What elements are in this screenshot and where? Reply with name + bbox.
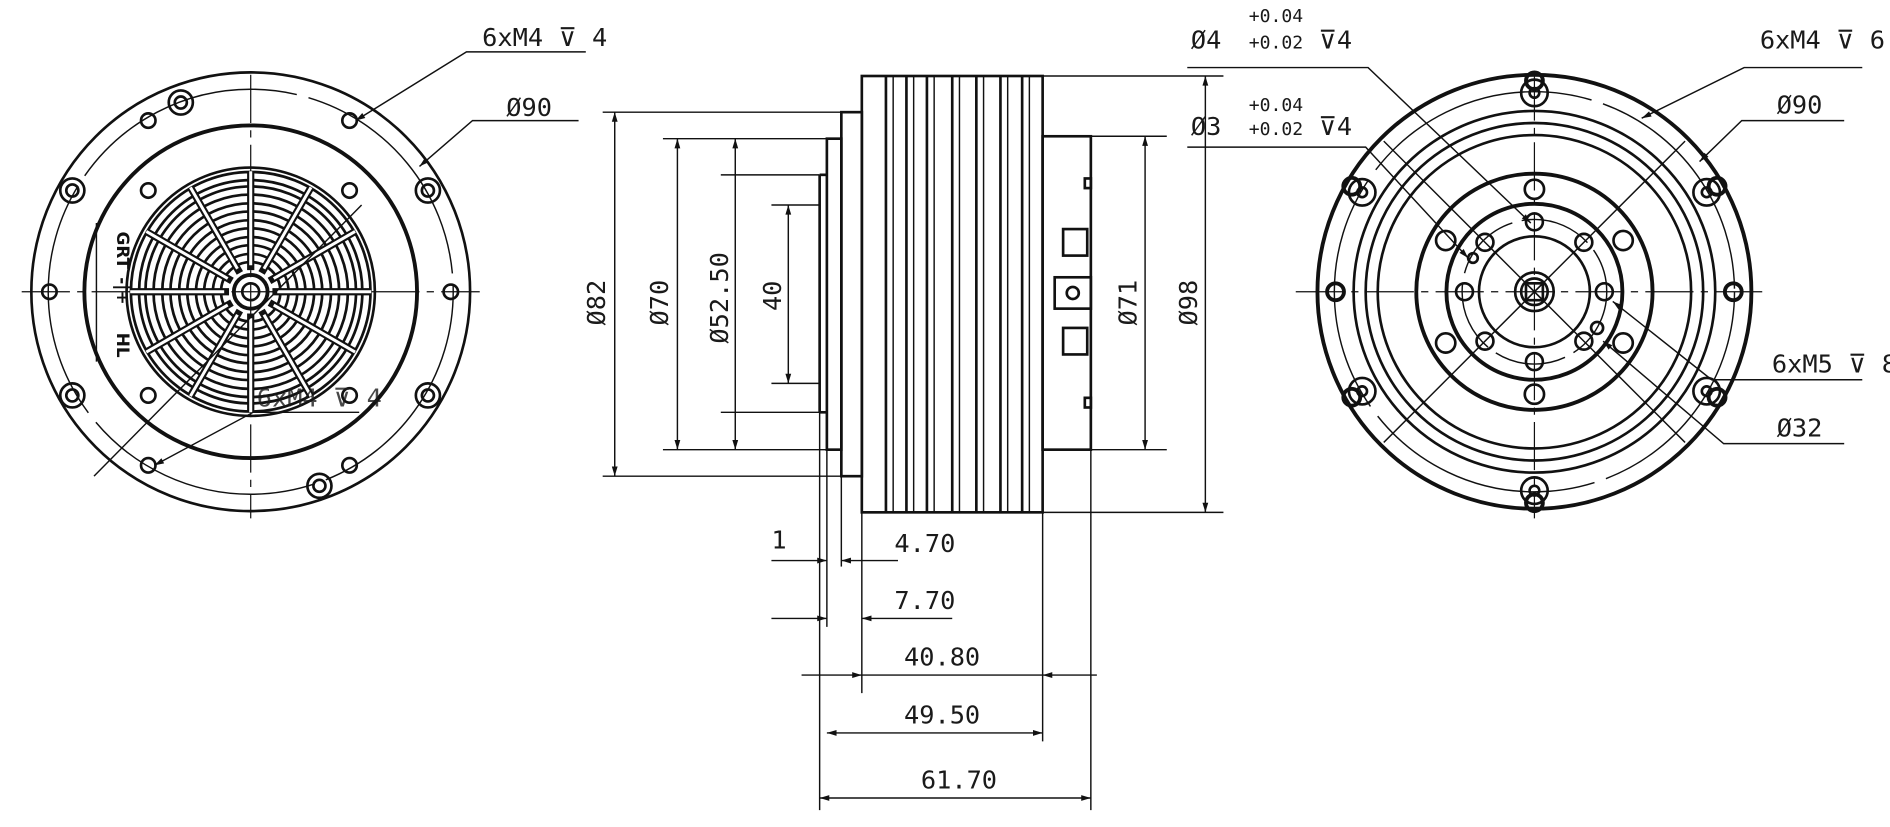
mounting-holes — [1325, 70, 1744, 514]
bolt-hole — [1347, 177, 1377, 207]
output-hole — [1475, 232, 1495, 253]
inner-bolt-hole — [1523, 178, 1546, 201]
bolt-hole — [306, 472, 333, 500]
rear-view: GRT -|+ HL 6xM4 ⊽ 4 Ø90 6xM4 ⊽ 4 — [21, 23, 607, 519]
dim-61-70: 61.70 — [921, 765, 997, 794]
bolt-hole — [1519, 476, 1550, 506]
dim-dia-82: Ø82 — [582, 280, 611, 326]
bolt-hole-inner — [64, 183, 80, 198]
dim-40: 40 — [758, 281, 787, 311]
thread-hole — [1341, 386, 1363, 408]
pin3-tol-lower: +0.02 ⊽4 — [1249, 112, 1352, 141]
grille-rib-gap — [272, 303, 356, 354]
marking-polarity: -|+ — [113, 277, 133, 304]
bolt-hole-inner — [420, 183, 436, 198]
thread-hole — [40, 283, 58, 301]
pin4-tol-lower: +0.02 ⊽4 — [1249, 25, 1352, 54]
dim-dia-98: Ø98 — [1174, 280, 1203, 326]
front-inner-diameter-label: Ø32 — [1777, 413, 1823, 442]
thread-hole — [340, 181, 359, 200]
thread-hole — [139, 456, 157, 474]
inner-bolt-hole — [1612, 332, 1635, 354]
pin-hole — [1466, 251, 1480, 265]
output-hole — [1574, 331, 1594, 351]
dim-49-50: 49.50 — [904, 700, 980, 729]
output-hole — [1454, 281, 1475, 302]
bolt-hole — [1519, 78, 1550, 108]
front-thread-label: 6xM4 ⊽ 6 — [1760, 25, 1885, 54]
pin4-tol-upper: +0.04 — [1249, 6, 1304, 27]
thread-hole — [1325, 281, 1346, 303]
bolt-hole — [414, 177, 442, 204]
dim-40-80: 40.80 — [904, 642, 980, 671]
grille-rib-gap — [262, 313, 313, 397]
housing-grooves — [884, 75, 1031, 513]
front-diameter-label: Ø90 — [1777, 90, 1823, 119]
grille-rib-gap — [272, 230, 356, 280]
thread-hole — [340, 386, 359, 404]
dim-dia-71: Ø71 — [1114, 280, 1143, 326]
bolt-hole — [167, 89, 195, 116]
thread-hole — [1524, 492, 1545, 514]
thread-hole — [139, 112, 157, 130]
inner-bolt-hole — [1523, 383, 1546, 406]
output-hole — [1594, 281, 1615, 302]
dim-4-70: 4.70 — [894, 529, 955, 558]
thread-hole — [1524, 70, 1545, 92]
grille-rib-gap — [262, 186, 313, 270]
bolt-hole-inner — [420, 388, 436, 403]
thread-hole — [139, 181, 157, 200]
marking-hl: HL — [113, 333, 133, 358]
marking-grt: GRT — [113, 231, 133, 269]
grille-rib-gap — [145, 303, 229, 354]
output-hole — [1524, 351, 1545, 372]
inner-bolt-hole — [1434, 332, 1457, 354]
dim-1: 1 — [771, 526, 786, 555]
bolt-hole-inner — [173, 95, 189, 110]
inner-bolt-hole — [1612, 229, 1635, 252]
front-inner-thread-label: 6xM5 ⊽ 8 — [1772, 350, 1890, 379]
diameter-label: Ø90 — [506, 93, 552, 122]
output-hole — [1475, 331, 1495, 351]
pin3-tol-upper: +0.04 — [1249, 95, 1304, 116]
side-view: Ø82 Ø70 Ø52.50 40 Ø71 Ø98 1 4.70 7.70 40… — [582, 74, 1224, 811]
bolt-hole — [1347, 376, 1377, 406]
thread-hole — [139, 386, 157, 404]
bolt-hole — [58, 177, 86, 204]
inner-bolt-hole — [1434, 229, 1457, 252]
bolt-hole — [1692, 177, 1722, 207]
bolt-hole — [414, 382, 442, 409]
thread-hole — [1706, 386, 1728, 408]
thread-label: 6xM4 ⊽ 4 — [482, 23, 607, 52]
thread-hole — [1722, 281, 1744, 303]
dim-7-70: 7.70 — [894, 586, 955, 615]
mounting-holes — [40, 89, 460, 500]
thread-hole — [1706, 175, 1728, 197]
bolt-hole — [58, 382, 86, 409]
inner-thread-label: 6xM4 ⊽ 4 — [257, 383, 382, 412]
front-view: Ø4 +0.04 +0.02 ⊽4 Ø3 +0.04 +0.02 ⊽4 6xM4… — [1187, 6, 1890, 519]
dim-dia-52-50: Ø52.50 — [705, 252, 734, 343]
bolt-hole-inner — [64, 388, 80, 403]
thread-hole — [340, 456, 359, 474]
grille-rib-gap — [145, 230, 229, 280]
thread-hole — [442, 283, 460, 301]
grille-rib-gap — [189, 186, 239, 270]
pin3-label: Ø3 — [1191, 112, 1221, 141]
bolt-hole — [1692, 376, 1722, 406]
output-hole — [1574, 232, 1594, 253]
pin4-label: Ø4 — [1191, 25, 1221, 54]
dim-dia-70: Ø70 — [645, 280, 674, 326]
pin-hole — [1589, 320, 1605, 336]
bolt-hole-inner — [312, 478, 327, 494]
vent-grille — [129, 170, 372, 413]
thread-hole — [1341, 175, 1363, 197]
